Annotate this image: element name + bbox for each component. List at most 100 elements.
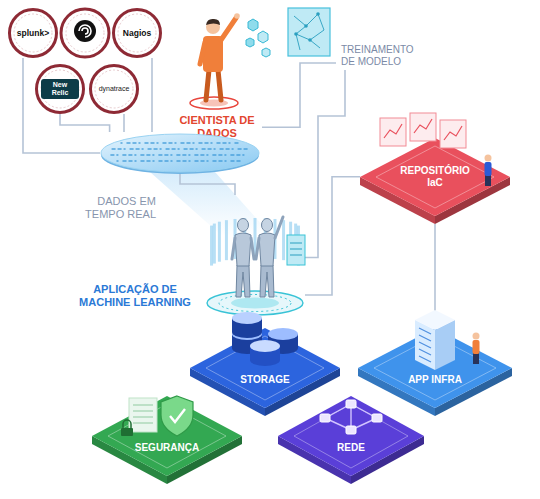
person-leg bbox=[218, 70, 221, 100]
data-bit bbox=[178, 148, 180, 150]
data-bit bbox=[213, 160, 217, 162]
data-bit bbox=[183, 160, 187, 162]
cylinder-top bbox=[268, 328, 298, 340]
data-bit bbox=[158, 154, 162, 156]
connector-line bbox=[262, 63, 336, 127]
data-bit bbox=[122, 154, 126, 156]
data-bit bbox=[182, 154, 186, 156]
person-arm bbox=[221, 18, 236, 40]
data-bit bbox=[184, 148, 188, 150]
humanoid-arm bbox=[232, 238, 235, 259]
network-tile: REDE bbox=[278, 396, 424, 484]
data-bit bbox=[202, 148, 206, 150]
data-bit bbox=[198, 142, 202, 144]
server-slot bbox=[419, 335, 431, 341]
data-bit bbox=[160, 148, 162, 150]
data-bit bbox=[164, 154, 168, 156]
data-bit bbox=[154, 148, 158, 150]
server-slot bbox=[419, 356, 431, 362]
holo-core bbox=[231, 298, 279, 309]
graph-dot bbox=[316, 12, 320, 16]
node-label: New Relic bbox=[41, 79, 79, 100]
holo-bar bbox=[213, 224, 216, 264]
data-bit bbox=[117, 160, 119, 162]
person-legs bbox=[473, 353, 479, 364]
person-head bbox=[473, 333, 480, 340]
data-bit bbox=[141, 160, 145, 162]
node-label: APP INFRA bbox=[408, 374, 462, 386]
logo-circle: splunk> bbox=[8, 8, 58, 58]
logo-swirl bbox=[79, 25, 91, 37]
server-top bbox=[415, 310, 455, 330]
network-device bbox=[320, 414, 330, 422]
data-bit bbox=[128, 154, 132, 156]
data-bit bbox=[228, 142, 230, 144]
data-bit bbox=[192, 142, 194, 144]
logo-mark bbox=[74, 20, 96, 42]
network-graph bbox=[294, 14, 324, 50]
panel-line bbox=[290, 249, 302, 250]
hexagon bbox=[248, 19, 258, 31]
data-bit bbox=[238, 148, 242, 150]
connector-line bbox=[305, 70, 345, 258]
security-tile: SEGURANÇA bbox=[92, 396, 242, 484]
data-bit bbox=[200, 154, 204, 156]
data-bit bbox=[219, 160, 223, 162]
panel-line bbox=[133, 404, 153, 405]
data-bit bbox=[126, 142, 130, 144]
data-bit bbox=[201, 160, 205, 162]
training-panel bbox=[288, 8, 330, 56]
data-bit bbox=[140, 154, 144, 156]
board-chart bbox=[444, 126, 462, 140]
data-bit bbox=[168, 142, 172, 144]
tile-top bbox=[190, 328, 340, 408]
connector-line bbox=[23, 58, 100, 153]
data-bit bbox=[190, 148, 194, 150]
logo-ring-inner bbox=[95, 70, 133, 108]
data-bit bbox=[138, 142, 140, 144]
panel-line bbox=[290, 243, 302, 244]
data-bit bbox=[136, 148, 140, 150]
person-leg bbox=[206, 70, 209, 100]
data-bit bbox=[234, 142, 238, 144]
whiteboard bbox=[380, 118, 406, 146]
lock-body bbox=[121, 428, 133, 436]
policy-panel bbox=[129, 398, 157, 432]
person-hand bbox=[234, 13, 240, 19]
person-body bbox=[485, 162, 492, 176]
data-bit bbox=[110, 154, 114, 156]
data-bit bbox=[150, 142, 154, 144]
node-label: splunk> bbox=[17, 28, 49, 38]
humanoid-head bbox=[262, 219, 273, 232]
ml-hologram-shape bbox=[205, 195, 305, 320]
storage-tile-shape bbox=[190, 328, 340, 416]
panel-line bbox=[290, 255, 302, 256]
connector-line bbox=[151, 58, 153, 132]
graph-dot bbox=[304, 24, 308, 28]
data-bit bbox=[142, 148, 144, 150]
network-device bbox=[372, 414, 382, 422]
node-label: REPOSITÓRIO IaC bbox=[392, 165, 478, 189]
logo-ring-inner bbox=[66, 14, 104, 52]
data-bit bbox=[194, 154, 198, 156]
data-bit bbox=[162, 142, 166, 144]
data-bit bbox=[206, 154, 208, 156]
board-chart bbox=[384, 124, 402, 138]
data-bit bbox=[135, 160, 137, 162]
data-bit bbox=[224, 154, 226, 156]
data-bit bbox=[180, 142, 184, 144]
data-bit bbox=[170, 154, 172, 156]
data-bit bbox=[152, 154, 154, 156]
data-bit bbox=[186, 142, 190, 144]
logo-ring bbox=[91, 66, 138, 113]
node-label: dynatrace bbox=[99, 85, 130, 93]
tile-top bbox=[278, 396, 424, 476]
whiteboard bbox=[410, 113, 436, 141]
holo-bar bbox=[282, 220, 285, 260]
data-bit bbox=[112, 148, 116, 150]
logo-ring bbox=[114, 10, 161, 57]
node-label: APLICAÇÃO DE MACHINE LEARNING bbox=[69, 283, 201, 309]
shield-check bbox=[170, 409, 185, 422]
panel-line bbox=[133, 410, 153, 411]
